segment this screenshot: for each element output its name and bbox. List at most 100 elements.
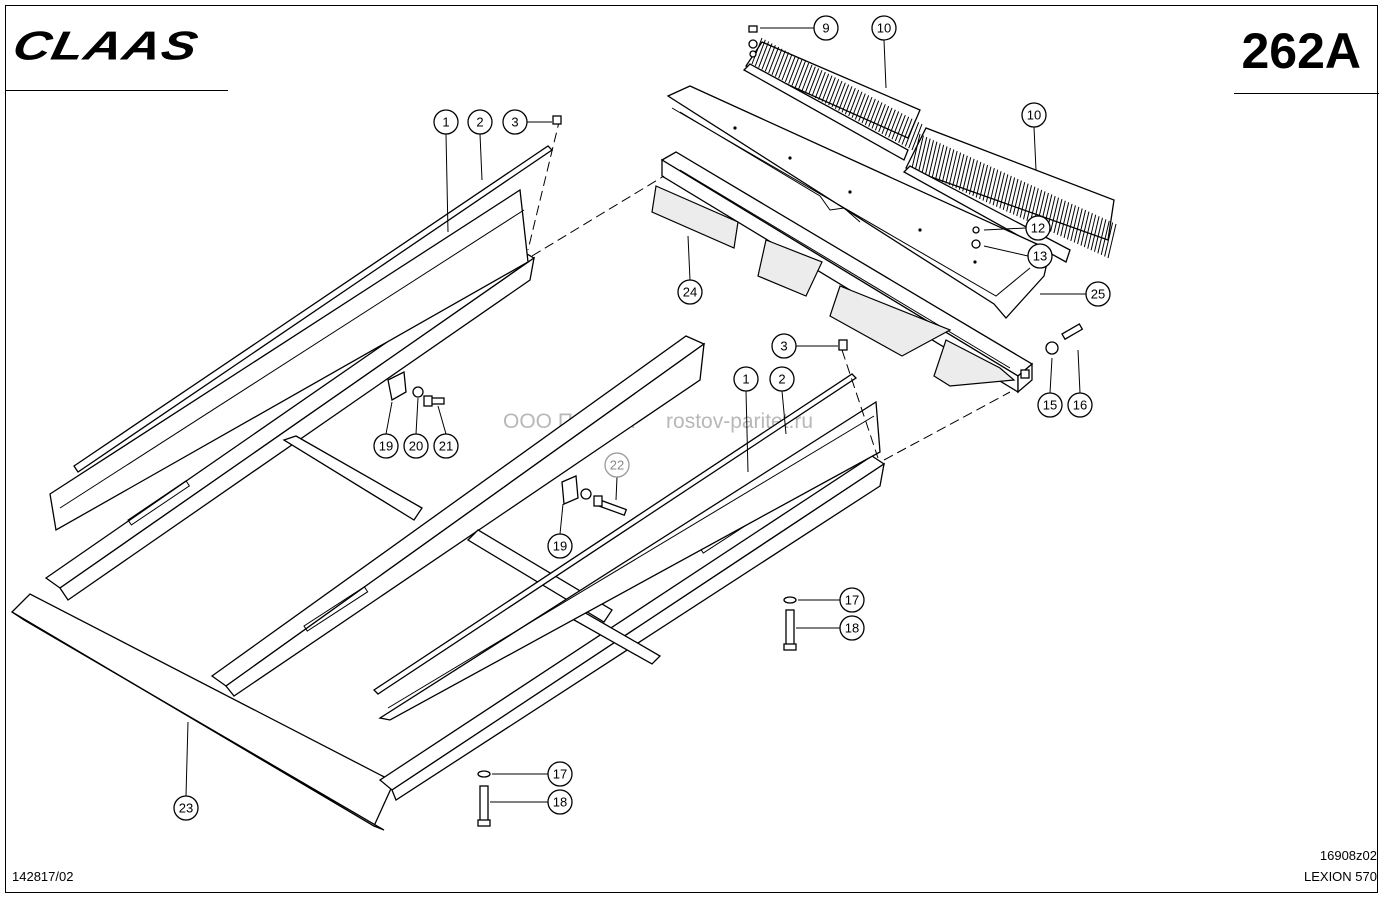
comb-tooth	[771, 48, 783, 75]
comb-tooth	[768, 46, 780, 74]
page-code-underline	[1234, 93, 1379, 94]
comb-tooth	[1026, 186, 1036, 221]
machine-model: LEXION 570	[1304, 869, 1377, 884]
comb-tooth	[999, 174, 1009, 209]
comb-tooth	[1050, 197, 1060, 232]
callout-23: 23	[173, 795, 199, 821]
svg-text:21: 21	[439, 439, 453, 454]
callout-3: 3	[771, 333, 797, 359]
comb-tooth	[1019, 183, 1029, 218]
comb-tooth	[955, 154, 965, 189]
comb-tooth	[952, 152, 962, 187]
callout-22: 22	[604, 452, 630, 478]
comb-tooth	[1077, 209, 1087, 245]
bolt-center	[593, 495, 628, 517]
comb-tooth	[804, 66, 816, 93]
comb-tooth	[965, 158, 975, 193]
comb-tooth	[1029, 188, 1039, 223]
bolt-lower	[477, 770, 491, 827]
callout-12: 12	[1025, 215, 1051, 241]
screw-top	[748, 25, 758, 58]
comb-tooth	[791, 59, 803, 86]
callout-10: 10	[871, 15, 897, 41]
comb-tooth	[938, 146, 948, 181]
comb-tooth	[908, 122, 920, 149]
alignment-line	[531, 175, 665, 257]
comb-tooth	[784, 55, 796, 83]
comb-tooth	[962, 157, 972, 192]
callout-25: 25	[1085, 281, 1111, 307]
comb-tooth	[851, 91, 863, 118]
comb-tooth	[931, 143, 941, 178]
comb-tooth	[814, 71, 826, 99]
bolt-left	[423, 395, 445, 407]
callout-group: 9 10 10 12 13 25 24 15 16 1 2 3 19 20 21…	[173, 15, 1111, 821]
svg-text:15: 15	[1043, 398, 1057, 413]
screw-right	[838, 339, 848, 351]
comb-tooth	[828, 79, 840, 106]
callout-16: 16	[1067, 392, 1093, 418]
comb-tooth	[831, 80, 843, 108]
comb-tooth	[824, 77, 836, 104]
svg-text:3: 3	[780, 339, 787, 354]
comb-tooth	[758, 41, 770, 68]
callout-19: 19	[373, 433, 399, 459]
comb-tooth	[798, 62, 810, 90]
bolt-16	[1045, 323, 1084, 355]
comb-tooth	[861, 96, 873, 124]
comb-tooth	[928, 141, 938, 176]
screw-12	[971, 226, 981, 249]
svg-text:3: 3	[511, 115, 518, 130]
comb-tooth	[1087, 214, 1097, 249]
comb-tooth	[864, 98, 876, 126]
comb-tooth	[888, 111, 900, 138]
svg-text:24: 24	[683, 285, 697, 300]
comb-tooth	[794, 61, 806, 88]
svg-text:17: 17	[553, 767, 567, 782]
comb-tooth	[838, 84, 850, 111]
svg-text:2: 2	[778, 372, 785, 387]
svg-text:18: 18	[845, 621, 859, 636]
alignment-line	[841, 349, 879, 459]
document-number: 142817/02	[12, 869, 74, 884]
comb-tooth	[894, 114, 906, 142]
callout-18: 18	[547, 789, 573, 815]
comb-tooth	[982, 166, 992, 201]
comb-tooth	[1012, 180, 1022, 215]
bracket-left	[387, 370, 407, 402]
comb-tooth	[801, 64, 813, 92]
comb-tooth	[811, 70, 823, 97]
callout-13: 13	[1027, 243, 1053, 269]
svg-text:22: 22	[610, 458, 624, 473]
comb-tooth	[821, 75, 833, 102]
comb-tooth	[764, 44, 776, 72]
comb-tooth	[854, 93, 866, 120]
comb-tooth	[858, 95, 870, 122]
comb-tooth	[958, 155, 968, 190]
svg-text:2: 2	[476, 115, 483, 130]
callout-20: 20	[403, 433, 429, 459]
callout-21: 21	[433, 433, 459, 459]
comb-tooth	[868, 100, 880, 127]
comb-tooth	[914, 135, 924, 170]
comb-tooth	[1006, 177, 1016, 212]
comb-tooth	[881, 107, 893, 135]
comb-tooth	[808, 68, 820, 95]
comb-tooth	[968, 160, 978, 195]
svg-text:13: 13	[1033, 249, 1047, 264]
comb-tooth	[781, 53, 793, 81]
bracket-center	[561, 475, 579, 505]
comb-tooth	[989, 169, 999, 204]
comb-tooth	[1100, 220, 1110, 256]
drawing-number: 16908z02	[1319, 848, 1377, 863]
comb-tooth	[995, 172, 1005, 207]
bolt-upper	[783, 596, 797, 651]
comb-tooth	[1080, 211, 1090, 246]
comb-tooth	[884, 109, 896, 136]
comb-tooth	[1023, 185, 1033, 220]
comb-tooth	[911, 123, 923, 151]
comb-tooth	[945, 149, 955, 184]
svg-text:1: 1	[442, 115, 449, 130]
comb-tooth	[1009, 178, 1019, 214]
